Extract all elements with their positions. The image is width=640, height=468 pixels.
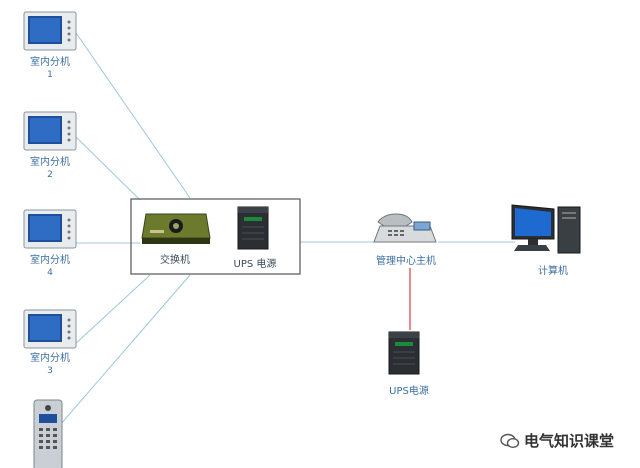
unit-number: 3 bbox=[47, 366, 53, 376]
ups-label: UPS电源 bbox=[389, 386, 429, 397]
link-door-station bbox=[59, 274, 191, 426]
wechat-icon bbox=[500, 433, 520, 449]
indoor-unit-icon bbox=[23, 11, 77, 51]
unit-label: 室内分机 bbox=[30, 157, 70, 168]
link-unit-1 bbox=[73, 29, 191, 199]
unit-number: 2 bbox=[47, 170, 53, 180]
management-host-icon bbox=[373, 213, 437, 243]
switch-icon bbox=[141, 213, 211, 244]
unit-number: 4 bbox=[47, 268, 53, 278]
indoor-unit-icon bbox=[23, 209, 77, 249]
door-station-icon bbox=[33, 399, 63, 468]
watermark-text: 电气知识课堂 bbox=[524, 432, 615, 450]
computer-icon bbox=[511, 204, 581, 254]
switch-ups-box bbox=[130, 198, 301, 275]
unit-label: 室内分机 bbox=[30, 57, 70, 68]
unit-label: 室内分机 bbox=[30, 255, 70, 266]
ups-icon bbox=[237, 206, 269, 250]
unit-number: 1 bbox=[47, 70, 53, 80]
link-unit-2 bbox=[73, 134, 141, 201]
indoor-unit-icon bbox=[23, 111, 77, 151]
connection-lines bbox=[59, 29, 515, 426]
indoor-unit-icon bbox=[23, 309, 77, 349]
ups-icon bbox=[388, 331, 420, 375]
watermark: 电气知识课堂 bbox=[500, 430, 614, 451]
ups-label: UPS 电源 bbox=[233, 259, 277, 270]
link-unit-3 bbox=[73, 274, 151, 346]
computer-label: 计算机 bbox=[538, 266, 568, 277]
unit-label: 室内分机 bbox=[30, 353, 70, 364]
management-host-label: 管理中心主机 bbox=[376, 256, 436, 267]
switch-label: 交换机 bbox=[160, 255, 190, 266]
